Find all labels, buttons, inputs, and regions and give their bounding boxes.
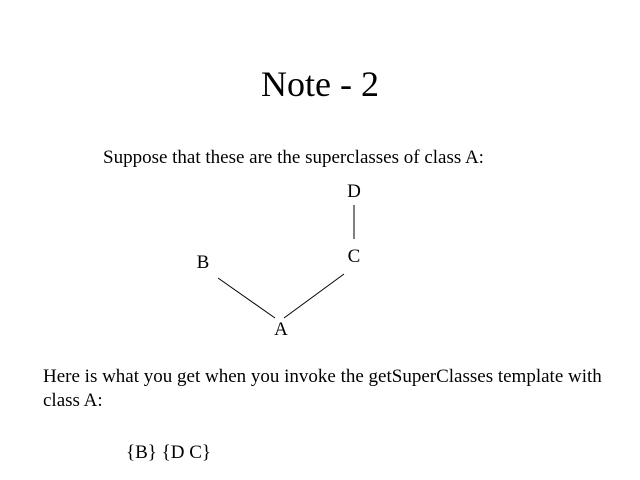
result-text: {B} {D C} [126, 442, 212, 463]
intro-text: Suppose that these are the superclasses … [103, 147, 484, 168]
edge-b-a [217, 277, 276, 319]
node-c-label: C [348, 246, 361, 267]
node-a-label: A [274, 319, 288, 340]
edge-c-a [283, 273, 345, 319]
node-b-label: B [197, 252, 210, 273]
slide-title: Note - 2 [261, 64, 379, 104]
explanation-text: Here is what you get when you invoke the… [43, 366, 602, 411]
node-d-label: D [347, 181, 361, 202]
